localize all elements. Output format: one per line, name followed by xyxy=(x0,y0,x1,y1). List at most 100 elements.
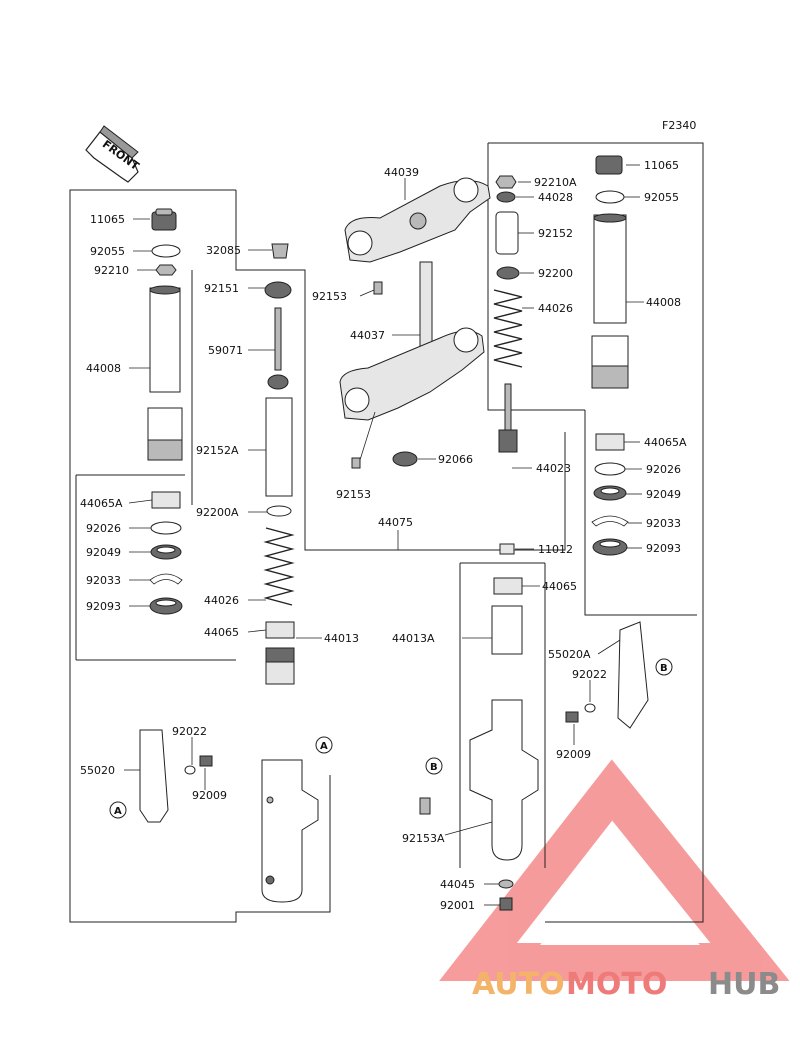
label-44013: 44013 xyxy=(324,632,359,645)
part-44037 xyxy=(339,330,485,421)
label-92153A: 92153A xyxy=(402,832,445,845)
ref-marker-a-1-text: A xyxy=(320,741,328,752)
part-44023 xyxy=(498,429,518,453)
ref-marker-a-1 xyxy=(315,736,333,754)
part-92152 xyxy=(495,211,519,255)
part-92009-right xyxy=(565,711,579,723)
label-92151: 92151 xyxy=(204,282,239,295)
part-44008-right xyxy=(593,214,627,324)
label-44065-left: 44065 xyxy=(204,626,239,639)
label-92026-left: 92026 xyxy=(86,522,121,535)
label-92093-right: 92093 xyxy=(646,542,681,555)
label-44075: 44075 xyxy=(378,516,413,529)
label-55020A: 55020A xyxy=(548,648,591,661)
part-92026-right xyxy=(594,462,626,476)
part-44013-left xyxy=(261,759,319,903)
brand-text-moto: MOTO xyxy=(566,967,667,1002)
part-92210 xyxy=(155,264,177,276)
part-92055-left xyxy=(151,244,181,258)
label-92001: 92001 xyxy=(440,899,475,912)
part-44026-right xyxy=(493,289,523,368)
part-59071 xyxy=(274,307,282,371)
part-92033-left xyxy=(149,573,183,585)
part-92009-left xyxy=(199,755,213,767)
part-92153-lower xyxy=(351,457,361,469)
label-92152A: 92152A xyxy=(196,444,239,457)
ref-marker-b-1 xyxy=(425,757,443,775)
part-44065-left xyxy=(265,621,295,639)
label-92210A: 92210A xyxy=(534,176,577,189)
part-11065-right xyxy=(595,155,623,175)
part-44013A-top xyxy=(491,605,523,655)
label-44026-left: 44026 xyxy=(204,594,239,607)
part-32085 xyxy=(271,243,289,259)
part-92152A xyxy=(265,397,293,497)
label-44065-right: 44065 xyxy=(542,580,577,593)
part-labels: 11065 92055 92210 44008 44065A 92026 920… xyxy=(80,159,687,912)
label-92049-right: 92049 xyxy=(646,488,681,501)
part-92022-right xyxy=(584,703,596,713)
label-92055-right: 92055 xyxy=(644,191,679,204)
part-92210A xyxy=(495,175,517,189)
part-55020A xyxy=(617,621,649,729)
part-44008-left xyxy=(149,287,181,393)
label-92026-right: 92026 xyxy=(646,463,681,476)
label-92033-left: 92033 xyxy=(86,574,121,587)
label-92200: 92200 xyxy=(538,267,573,280)
label-44008-right: 44008 xyxy=(646,296,681,309)
label-44065A-left: 44065A xyxy=(80,497,123,510)
ref-marker-b-2-text: B xyxy=(660,663,668,674)
label-44028: 44028 xyxy=(538,191,573,204)
part-44028 xyxy=(496,191,516,203)
label-44045: 44045 xyxy=(440,878,475,891)
label-44037: 44037 xyxy=(350,329,385,342)
ref-marker-b-2 xyxy=(655,658,673,676)
part-92153-upper xyxy=(373,281,383,295)
label-44039: 44039 xyxy=(384,166,419,179)
label-92022-left: 92022 xyxy=(172,725,207,738)
front-arrow-icon: FRONT xyxy=(85,125,142,183)
label-44013A: 44013A xyxy=(392,632,435,645)
label-92055-left: 92055 xyxy=(90,245,125,258)
part-44065A-left xyxy=(151,491,181,509)
label-44008-left: 44008 xyxy=(86,362,121,375)
part-92001 xyxy=(499,897,513,911)
label-92009-left: 92009 xyxy=(192,789,227,802)
part-55020 xyxy=(139,729,169,823)
part-44023-rod xyxy=(504,383,512,431)
steering-stem-parts xyxy=(339,177,491,469)
ref-markers: A A B B xyxy=(109,658,673,819)
label-92153-lower: 92153 xyxy=(336,488,371,501)
label-92033-right: 92033 xyxy=(646,517,681,530)
part-11012 xyxy=(499,543,515,555)
brand-watermark: AUTO MOTO HUB xyxy=(472,967,780,1002)
part-92200 xyxy=(496,266,520,280)
part-44013-top xyxy=(265,647,295,663)
brand-text-auto: AUTO xyxy=(472,967,565,1002)
leader-lines xyxy=(124,164,644,906)
part-44065A-right xyxy=(595,433,625,451)
label-92200A: 92200A xyxy=(196,506,239,519)
label-11065-right: 11065 xyxy=(644,159,679,172)
label-44023: 44023 xyxy=(536,462,571,475)
ref-marker-a-2 xyxy=(109,801,127,819)
ref-marker-a-2-text: A xyxy=(114,806,122,817)
part-44065-right xyxy=(493,577,523,595)
label-92153-upper: 92153 xyxy=(312,290,347,303)
part-44026-left xyxy=(263,527,295,606)
part-92055-right xyxy=(595,190,625,204)
label-59071: 59071 xyxy=(208,344,243,357)
label-92093-left: 92093 xyxy=(86,600,121,613)
right-fork-parts xyxy=(419,155,649,911)
label-11065-left: 11065 xyxy=(90,213,125,226)
part-92022-left xyxy=(184,765,196,775)
part-92026-left xyxy=(150,521,182,535)
label-32085: 32085 xyxy=(206,244,241,257)
label-44026-right: 44026 xyxy=(538,302,573,315)
left-fork-parts xyxy=(139,208,319,903)
part-92200A xyxy=(266,505,292,517)
label-92210: 92210 xyxy=(94,264,129,277)
part-92033-right xyxy=(591,515,629,527)
label-44065A-right: 44065A xyxy=(644,436,687,449)
